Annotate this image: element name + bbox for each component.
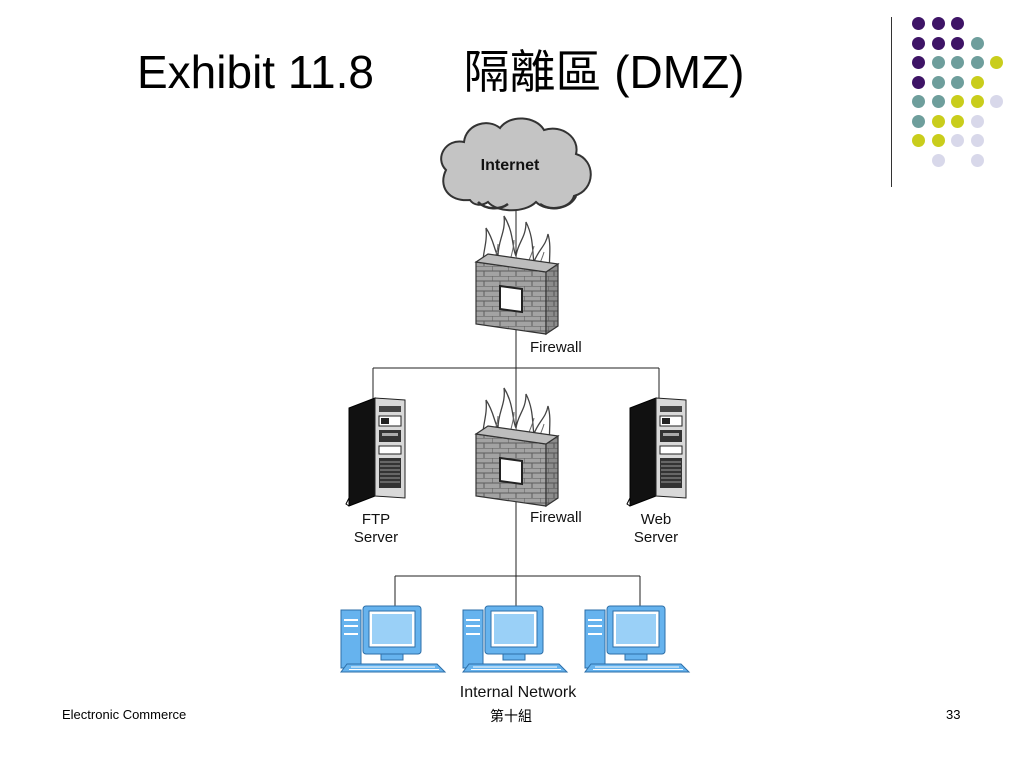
title-cjk: 隔離區 (463, 45, 602, 99)
decor-dot (931, 17, 945, 30)
decor-dot (970, 56, 984, 69)
decor-dot (912, 36, 925, 50)
decor-dot (951, 36, 964, 50)
decor-dot (951, 114, 964, 128)
web-server-label-line1: Web (641, 511, 672, 528)
decor-dot (970, 134, 984, 147)
footer-group-name: 第十組 (490, 709, 532, 725)
decor-dot (970, 36, 984, 50)
decor-dot (931, 95, 945, 108)
title-suffix: (DMZ) (601, 46, 745, 98)
decor-dot (912, 134, 925, 147)
decor-dot (931, 114, 945, 128)
decor-dot (990, 95, 1003, 108)
page-number: 33 (946, 707, 961, 722)
title-prefix: Exhibit 11.8 (137, 46, 374, 98)
web-server-icon (626, 397, 687, 507)
internal-network-label: Internal Network (460, 684, 577, 701)
decor-dot (912, 56, 925, 69)
title-divider (891, 17, 892, 187)
firewall-middle-label: Firewall (530, 509, 582, 526)
decor-dot (912, 75, 925, 89)
decor-dot (951, 134, 964, 147)
ftp-server-label-line1: FTP (362, 511, 390, 528)
decor-dot (931, 36, 945, 50)
firewall-middle-icon (476, 388, 558, 506)
decor-dot (931, 56, 945, 69)
slide-title: Exhibit 11.8 隔離區 (DMZ) (137, 36, 745, 102)
decor-dot (990, 56, 1003, 69)
workstation-left-icon (340, 605, 446, 673)
footer-course-name: Electronic Commerce (62, 707, 187, 722)
internet-cloud (440, 117, 592, 212)
decor-dot (970, 114, 984, 128)
decor-dot (970, 95, 984, 108)
decor-dot (970, 153, 984, 167)
web-server-label-line2: Server (634, 529, 678, 546)
ftp-server-label-line2: Server (354, 529, 398, 546)
decor-dot (912, 17, 925, 30)
firewall-top-label: Firewall (530, 339, 582, 356)
decor-dot (931, 153, 945, 167)
decor-dot (931, 134, 945, 147)
ftp-server-icon (345, 397, 406, 507)
decor-dot (951, 95, 964, 108)
internet-label: Internet (481, 157, 540, 174)
workstation-center-icon (462, 605, 568, 673)
decor-dot (931, 75, 945, 89)
workstation-right-icon (584, 605, 690, 673)
decor-dot (912, 95, 925, 108)
decor-dot (951, 17, 964, 30)
decor-dot (951, 75, 964, 89)
firewall-top-icon (476, 216, 558, 334)
decor-dot (912, 114, 925, 128)
decor-dot (970, 75, 984, 89)
decor-dot (951, 56, 964, 69)
